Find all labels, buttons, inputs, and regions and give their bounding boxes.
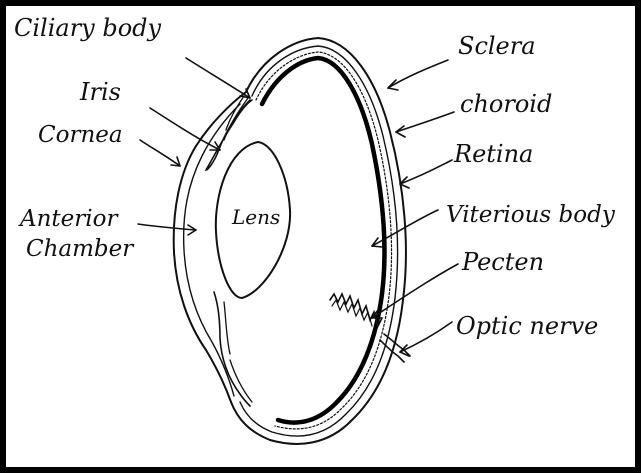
label-iris: Iris — [79, 78, 121, 106]
label-retina: Retina — [453, 140, 533, 168]
label-lens: Lens — [231, 205, 280, 229]
label-choroid: choroid — [460, 90, 552, 118]
label-optic-nerve: Optic nerve — [456, 312, 598, 340]
label-sclera: Sclera — [458, 32, 536, 60]
label-chamber: Chamber — [26, 236, 135, 262]
label-pecten: Pecten — [461, 248, 544, 276]
label-cornea: Cornea — [38, 122, 123, 148]
label-ciliary-body: Ciliary body — [14, 14, 162, 42]
label-vitreous-body: Viterious body — [446, 202, 616, 228]
label-anterior: Anterior — [18, 206, 119, 232]
